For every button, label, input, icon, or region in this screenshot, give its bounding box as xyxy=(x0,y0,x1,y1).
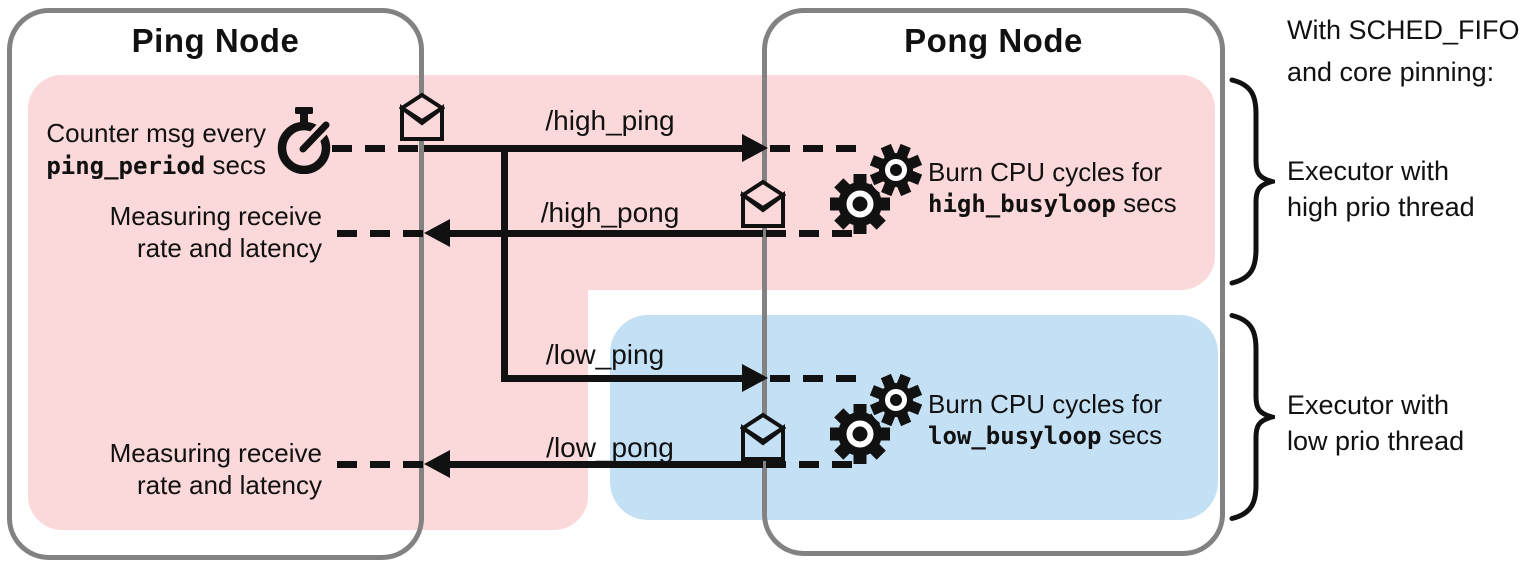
low-ping-line xyxy=(501,375,742,382)
low-ping-arrowhead xyxy=(742,364,768,392)
ping-node-box xyxy=(7,8,424,560)
topic-low-pong: /low_pong xyxy=(546,432,674,463)
burn-low-line1: Burn CPU cycles for xyxy=(928,389,1163,419)
sched-header: With SCHED_FIFO and core pinning: xyxy=(1287,9,1520,93)
high-pong-dash-left xyxy=(337,230,423,237)
executor-high-line2: high prio thread xyxy=(1287,192,1475,222)
timer-caption-line1: Counter msg every xyxy=(46,118,266,148)
stopwatch-icon xyxy=(272,106,336,174)
sched-header-line1: With SCHED_FIFO xyxy=(1287,15,1520,45)
burn-high-param: high_busyloop xyxy=(928,190,1116,218)
high-ping-line xyxy=(424,145,742,152)
low-pong-dash-left xyxy=(337,461,423,468)
burn-high-suffix: secs xyxy=(1123,188,1177,218)
burn-low-suffix: secs xyxy=(1108,420,1163,450)
envelope-icon xyxy=(399,92,445,142)
curly-brace-low xyxy=(1227,311,1275,523)
timer-caption-suffix: secs xyxy=(212,150,266,180)
high-pong-arrowhead xyxy=(424,219,450,247)
burn-high-line1: Burn CPU cycles for xyxy=(928,157,1163,187)
topic-low-ping: /low_ping xyxy=(545,339,665,370)
ping-node-title: Ping Node xyxy=(131,22,300,59)
high-ping-arrowhead xyxy=(742,134,768,162)
executor-low-label: Executor with low prio thread xyxy=(1287,387,1464,459)
high-ping-dash-left xyxy=(332,145,422,152)
low-pong-arrowhead xyxy=(424,450,450,478)
envelope-icon xyxy=(740,412,786,462)
topic-high-ping: /high_ping xyxy=(545,105,675,136)
low-pong-dash-right xyxy=(766,461,854,468)
executor-low-line2: low prio thread xyxy=(1287,426,1465,456)
gears-icon xyxy=(824,140,924,238)
measure-high-line2: rate and latency xyxy=(136,233,322,263)
pong-node-box xyxy=(762,8,1225,556)
sched-header-line2: and core pinning: xyxy=(1287,57,1495,87)
high-pong-line xyxy=(450,230,763,237)
envelope-icon xyxy=(740,179,786,229)
executor-high-line1: Executor with xyxy=(1287,156,1450,186)
high-pong-dash-right xyxy=(766,230,854,237)
executor-high-label: Executor with high prio thread xyxy=(1287,153,1475,225)
topic-high-pong: /high_pong xyxy=(540,197,680,228)
timer-param: ping_period xyxy=(46,152,206,180)
gears-icon xyxy=(824,370,924,468)
measure-low-line1: Measuring receive xyxy=(109,438,322,468)
pong-node-title: Pong Node xyxy=(904,22,1083,59)
measure-low-caption: Measuring receive rate and latency xyxy=(30,437,322,501)
curly-brace-high xyxy=(1227,76,1275,287)
ping-branch-line xyxy=(501,145,508,382)
measure-low-line2: rate and latency xyxy=(136,470,322,500)
low-pong-line xyxy=(450,461,763,468)
measure-high-caption: Measuring receive rate and latency xyxy=(30,200,322,264)
high-ping-dash-right xyxy=(770,145,856,152)
burn-low-param: low_busyloop xyxy=(928,422,1102,450)
low-ping-dash-right xyxy=(770,375,856,382)
measure-high-line1: Measuring receive xyxy=(109,201,322,231)
executor-low-line1: Executor with xyxy=(1287,390,1450,420)
